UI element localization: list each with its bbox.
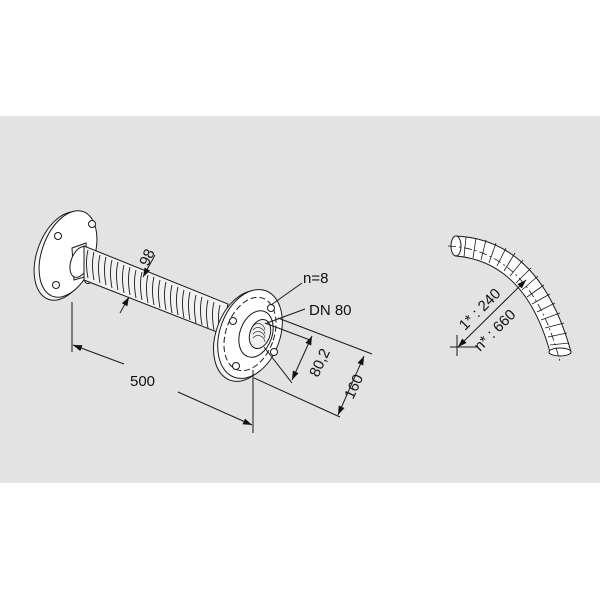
label-500: 500 [130,373,155,390]
label-n8: n=8 [303,270,328,287]
bent-pipe-assembly [447,235,572,363]
bent-pipe-body [455,235,572,353]
label-dn80: DN 80 [309,302,352,319]
straight-pipe-assembly [33,210,283,382]
right-flange [213,289,283,382]
label-160: 160 [341,372,367,402]
label-80-2: 80,2 [306,346,334,380]
label-98: 98 [136,246,158,268]
corrugated-pipe [83,245,229,335]
dimensions [71,254,373,433]
